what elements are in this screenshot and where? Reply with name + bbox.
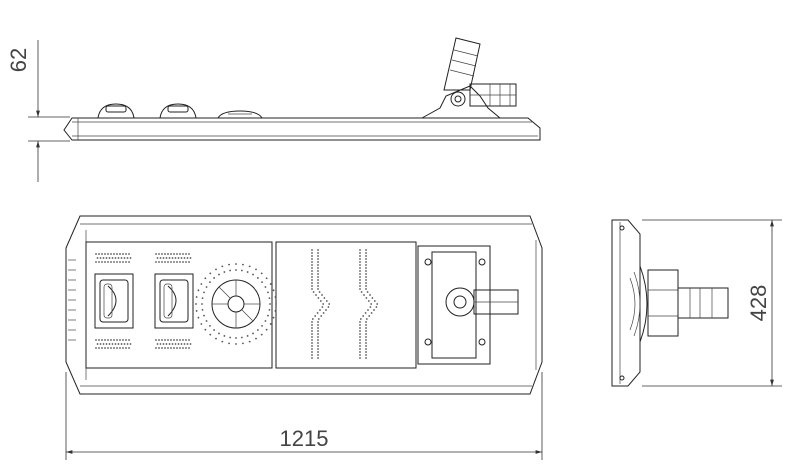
height-label: 62 xyxy=(6,48,31,72)
left-fins xyxy=(68,259,76,341)
length-dimension: 1215 xyxy=(65,372,543,460)
height-dimension: 62 xyxy=(6,40,70,182)
sensor-2 xyxy=(154,273,194,329)
end-view xyxy=(611,219,729,387)
width-label: 428 xyxy=(746,285,771,322)
top-view xyxy=(65,215,543,395)
fan xyxy=(211,279,261,329)
sensor-dome-2 xyxy=(159,103,197,119)
mounting-bracket xyxy=(420,37,517,119)
side-view xyxy=(63,37,541,141)
sensor-1 xyxy=(94,273,134,329)
width-dimension: 428 xyxy=(642,219,782,387)
bracket-top xyxy=(417,245,519,365)
sensor-dome-1 xyxy=(97,103,135,119)
length-label: 1215 xyxy=(280,426,329,451)
vent-dots xyxy=(95,249,379,359)
fan-dome xyxy=(217,110,263,119)
